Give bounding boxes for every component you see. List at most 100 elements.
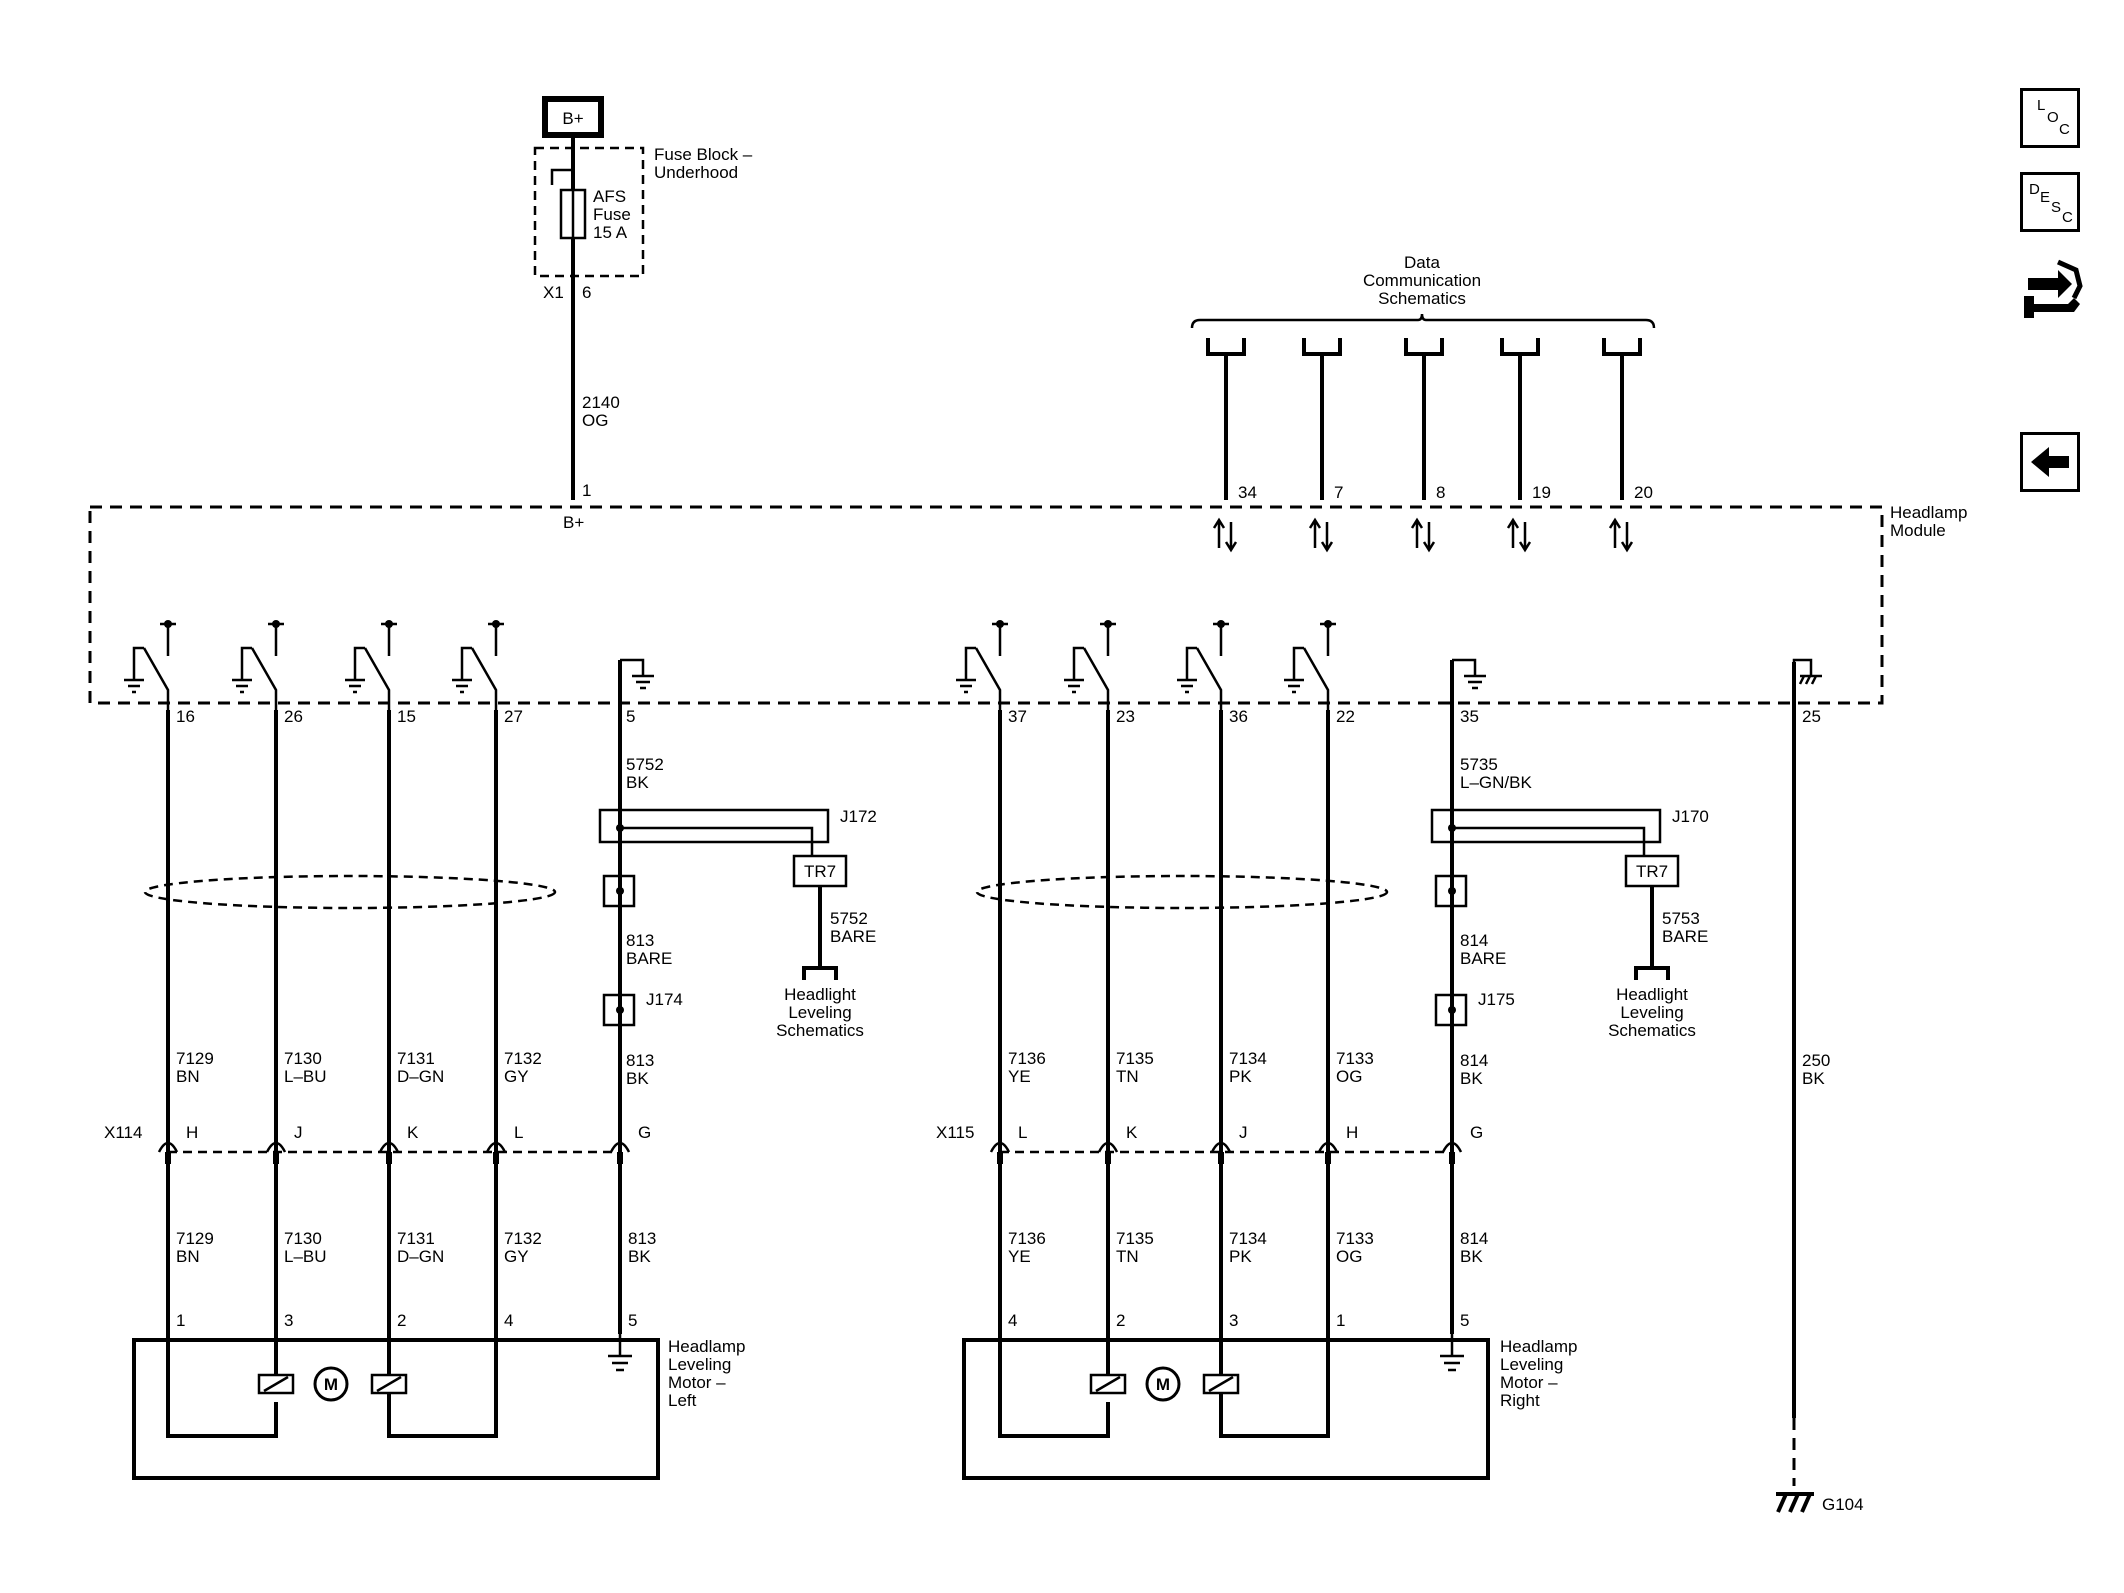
fuse-label-2: Fuse — [593, 205, 631, 224]
desc-letter-1: D — [2029, 181, 2040, 198]
headlamp-module-outline — [88, 505, 1884, 705]
left-link-label-2: Leveling — [788, 1003, 851, 1022]
left-circuit-color-upper: GY — [504, 1067, 529, 1086]
connector-tools-button[interactable] — [2018, 250, 2088, 330]
fuse-connector-label: X1 — [543, 283, 564, 302]
left-motor-pin-4: 4 — [504, 1311, 513, 1330]
switch-ground-icon — [956, 646, 976, 694]
left-shield — [143, 874, 557, 910]
left-ground-circuit-color-lower: BK — [628, 1247, 651, 1266]
data-comm-pin-8: 8 — [1436, 483, 1445, 502]
right-link-label-3: Schematics — [1608, 1021, 1696, 1040]
right-circuit-color-upper: YE — [1008, 1067, 1031, 1086]
right-circuit-color-lower: OG — [1336, 1247, 1362, 1266]
left-motor-box — [132, 1338, 660, 1480]
bidirectional-arrow-icon — [1410, 517, 1436, 553]
left-connector-label: X114 — [104, 1123, 142, 1142]
right-motor-pin-3: 3 — [1229, 1311, 1238, 1330]
right-module-pin-22: 22 — [1336, 707, 1355, 726]
connector-tool-icon — [2024, 259, 2083, 318]
right-motor-ground-pin: 5 — [1460, 1311, 1469, 1330]
left-tr-label: TR7 — [804, 862, 836, 881]
left-motor-label-1: Headlamp — [668, 1337, 746, 1356]
left-bare-wire-number: 5752 — [830, 909, 868, 928]
left-motor-ground-icon — [608, 1334, 632, 1372]
left-splice-pack — [598, 808, 830, 844]
right-circuit-color-upper: PK — [1229, 1067, 1252, 1086]
left-motor-symbol: M — [324, 1375, 338, 1394]
right-motor-pin-1: 1 — [1336, 1311, 1345, 1330]
left-connector-terminal — [386, 1152, 392, 1164]
loc-letter-3: C — [2059, 121, 2070, 138]
right-connector-terminal — [997, 1152, 1003, 1164]
right-circuit-number-lower: 7135 — [1116, 1229, 1154, 1248]
data-comm-connector-19 — [1500, 338, 1540, 356]
left-splice2-box — [602, 993, 636, 1027]
right-module-pin-37: 37 — [1008, 707, 1027, 726]
left-circuit-number-lower: 7130 — [284, 1229, 322, 1248]
data-comm-label-3: Schematics — [1378, 289, 1466, 308]
left-circuit-number-lower: 7131 — [397, 1229, 435, 1248]
right-drain-color: BARE — [1460, 949, 1506, 968]
left-module-pin-16: 16 — [176, 707, 195, 726]
desc-letter-4: C — [2062, 209, 2073, 226]
location-button[interactable]: L O C — [2020, 88, 2080, 148]
back-button[interactable] — [2020, 432, 2080, 492]
chassis-ground-wire-color: BK — [1802, 1069, 1825, 1088]
right-bare-wire-color: BARE — [1662, 927, 1708, 946]
right-connector-pin-icon — [989, 1141, 1011, 1153]
right-ground-wire-number: 5735 — [1460, 755, 1498, 774]
switch-supply-dot — [272, 620, 280, 628]
bidirectional-arrow-icon — [1506, 517, 1532, 553]
desc-letter-2: E — [2040, 189, 2051, 206]
motor-wires: 167129BNH7129BN1267130L–BUJ7130L–BU31571… — [157, 707, 1488, 1334]
left-circuit-color-lower: BN — [176, 1247, 200, 1266]
right-circuit-color-upper: OG — [1336, 1067, 1362, 1086]
left-drain-number: 813 — [626, 931, 654, 950]
data-comm-connector-7 — [1302, 338, 1342, 356]
left-ground-pin: 5 — [626, 707, 635, 726]
left-circuit-number-upper: 7129 — [176, 1049, 214, 1068]
loc-letter-1: L — [2037, 97, 2046, 114]
data-comm-pin-20: 20 — [1634, 483, 1653, 502]
switch-ground-icon — [1177, 646, 1197, 694]
left-connector-pin-icon — [265, 1141, 287, 1153]
right-motor-pin-4: 4 — [1008, 1311, 1017, 1330]
right-motor-label-2: Leveling — [1500, 1355, 1563, 1374]
description-button[interactable]: D E S C — [2020, 172, 2080, 232]
left-module-pin-26: 26 — [284, 707, 303, 726]
right-circuit-number-lower: 7133 — [1336, 1229, 1374, 1248]
data-comm-pin-19: 19 — [1532, 483, 1551, 502]
left-circuit-color-upper: D–GN — [397, 1067, 444, 1086]
right-motor-symbol: M — [1156, 1375, 1170, 1394]
right-link-label-1: Headlight — [1616, 985, 1688, 1004]
left-circuit-color-lower: L–BU — [284, 1247, 327, 1266]
right-circuit-color-lower: YE — [1008, 1247, 1031, 1266]
left-connector-terminal — [165, 1152, 171, 1164]
right-shield-drain-box — [1434, 874, 1468, 908]
switch-supply-dot — [492, 620, 500, 628]
left-circuit-color-upper: BN — [176, 1067, 200, 1086]
data-comm-connector-20 — [1602, 338, 1642, 356]
b-plus-label: B+ — [562, 109, 583, 128]
switch-supply-dot — [1324, 620, 1332, 628]
right-connector-label: X115 — [936, 1123, 974, 1142]
switch-26-icon — [250, 622, 284, 710]
fuse-block-label-2: Underhood — [654, 163, 738, 182]
right-bare-wire-number: 5753 — [1662, 909, 1700, 928]
right-ground-pin: 35 — [1460, 707, 1479, 726]
switch-supply-dot — [996, 620, 1004, 628]
supply-circuit-color: OG — [582, 411, 608, 430]
right-motor-pin-2: 2 — [1116, 1311, 1125, 1330]
fuse-block-outline — [533, 146, 645, 278]
right-splice2-label: J175 — [1478, 990, 1515, 1009]
left-connector-ground-terminal — [617, 1152, 623, 1164]
left-ground-wire-color: BK — [626, 773, 649, 792]
left-connector-pin-K: K — [407, 1123, 419, 1142]
left-connector-pin-icon — [485, 1141, 507, 1153]
right-drain-number: 814 — [1460, 931, 1488, 950]
switch-supply-dot — [385, 620, 393, 628]
switch-37-icon — [974, 622, 1008, 710]
module-switches — [124, 620, 1336, 710]
